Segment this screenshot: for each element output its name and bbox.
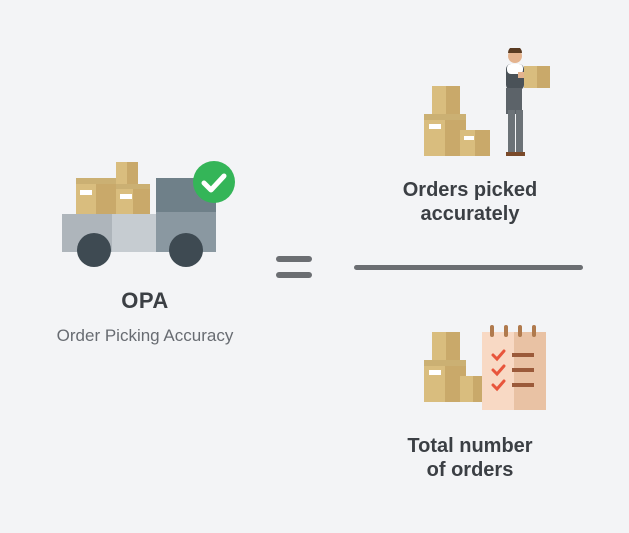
numerator-label: Orders picked accurately [370,178,570,226]
checkmark-badge-icon [193,161,235,203]
equals-sign [276,256,312,280]
numerator-line-1: Orders picked [402,179,538,201]
denominator-line-1: Total number [407,435,533,457]
checklist-with-boxes-icon [424,325,546,410]
truck-with-boxes-icon [62,162,216,267]
numerator-line-2: accurately [420,203,520,225]
fraction-bar [354,265,583,270]
metric-full-name: Order Picking Accuracy [56,326,234,345]
metric-abbreviation: OPA [121,288,169,313]
denominator-line-2: of orders [426,459,514,481]
worker-carrying-boxes-icon [424,48,550,156]
denominator-label: Total number of orders [370,434,570,482]
